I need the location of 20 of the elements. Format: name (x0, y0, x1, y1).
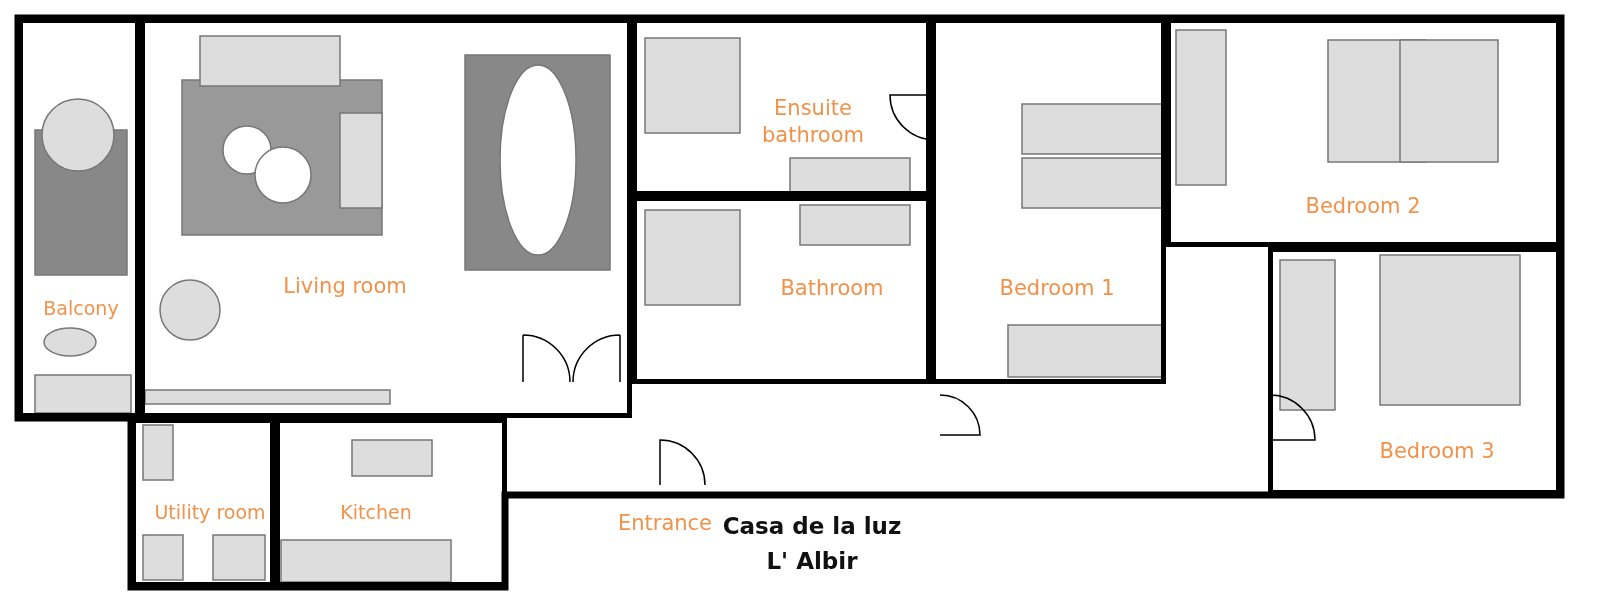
room-outline (1268, 247, 1561, 495)
room-name: Utility room (154, 499, 266, 525)
room-outline (275, 418, 507, 587)
room-name: Ensuite bathroom (760, 94, 866, 149)
room-name: Bedroom 2 (1305, 193, 1421, 221)
room-name: Living room (283, 273, 407, 301)
room-name: Bedroom 1 (999, 275, 1115, 303)
room-name: Balcony (43, 295, 119, 321)
room-outline (632, 18, 931, 196)
room-name: Bathroom (780, 275, 884, 303)
room-outline (18, 18, 140, 418)
room-name: Bedroom 3 (1379, 438, 1495, 466)
room-outline (140, 18, 632, 418)
room-outline (931, 18, 1166, 384)
room-outline (632, 196, 931, 384)
room-name: Entrance (617, 510, 713, 538)
plan-title: Casa de la luz L' Albir (722, 511, 902, 575)
room-outline (1166, 18, 1561, 247)
room-name: Kitchen (340, 499, 412, 525)
room-outline (131, 418, 275, 587)
